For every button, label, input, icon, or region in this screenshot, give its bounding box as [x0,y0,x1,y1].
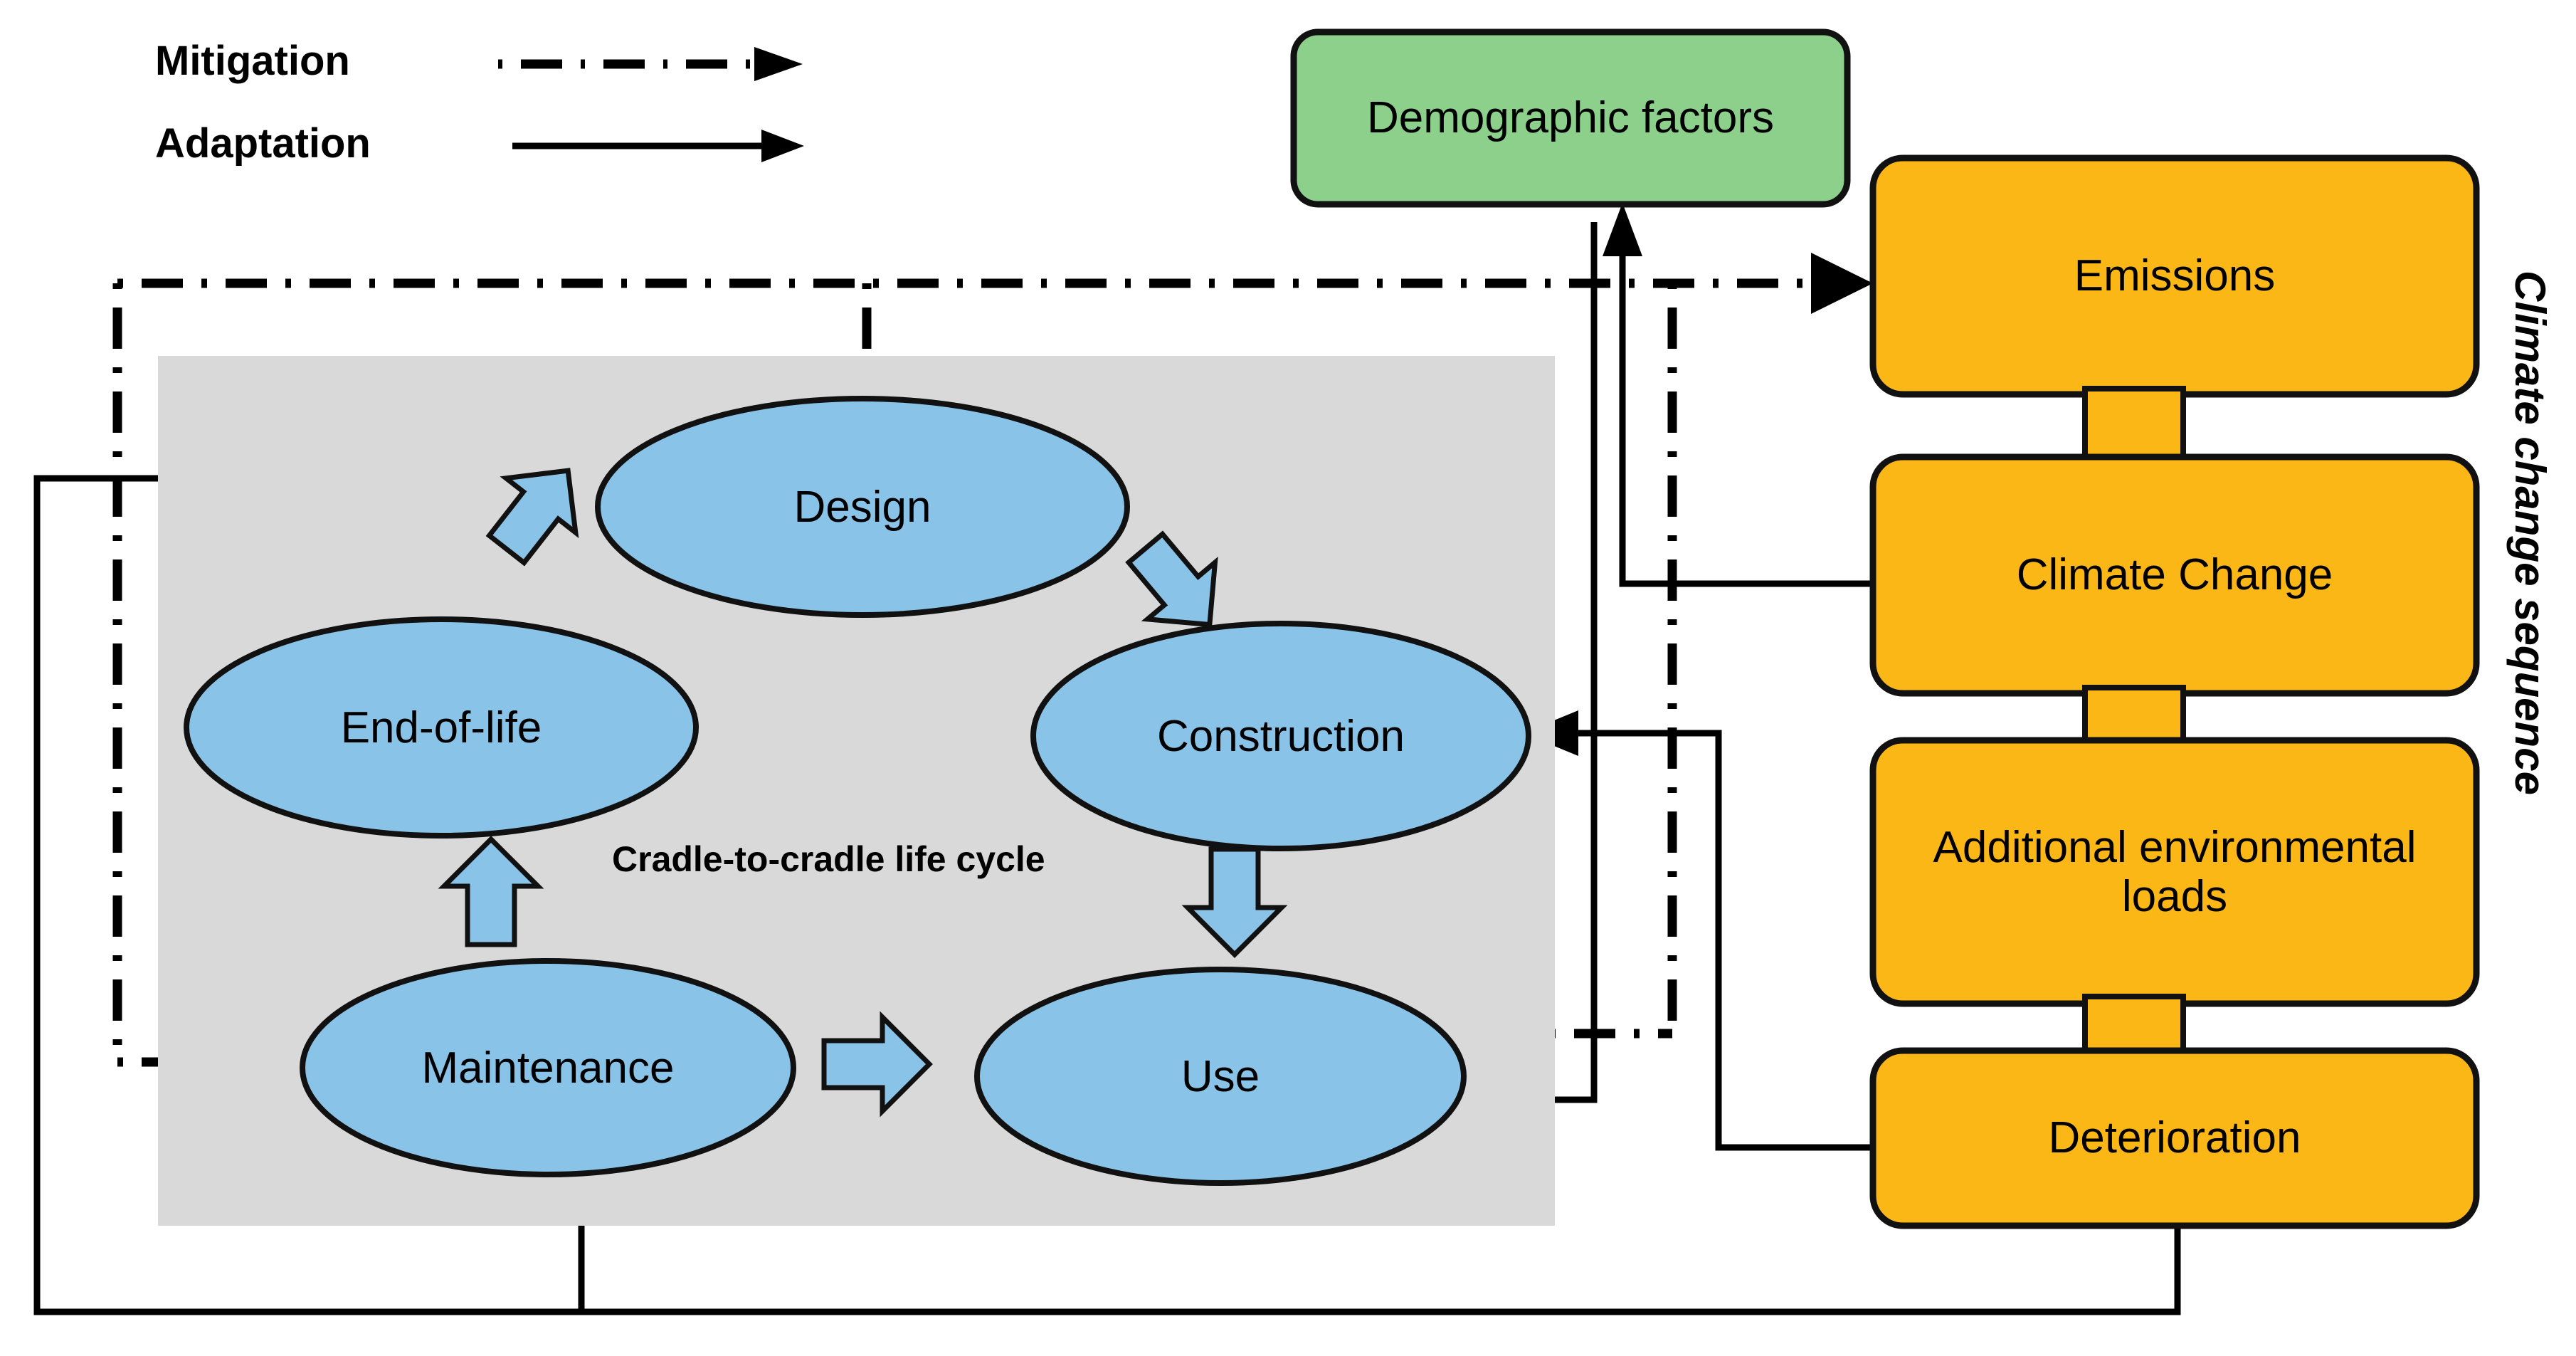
mitigation-arrowhead-emissions [1811,253,1873,314]
legend-label-adaptation: Adaptation [155,120,371,167]
climate-step-additional-environmental-loads[interactable] [1869,737,2480,1007]
adaptation-arrowhead-demographic [1603,203,1642,256]
cycle-node-construction[interactable] [1030,621,1531,851]
cycle-arrow-design-to-construction [1125,530,1218,628]
legend-mitigation-line [498,47,803,81]
legend-label-mitigation: Mitigation [155,38,350,84]
cycle-arrow-endoflife-to-design [485,468,579,567]
cycle-node-design[interactable] [595,396,1130,618]
cycle-caption: Cradle-to-cradle life cycle [612,839,1045,879]
cycle-arrow-use-to-maintenance [821,1011,933,1118]
climate-step-climate-change[interactable] [1869,453,2480,697]
legend-adaptation-line [512,130,804,162]
demographic-factors-box[interactable] [1290,28,1851,208]
climate-step-emissions[interactable] [1869,154,2480,398]
cycle-arrow-maintenance-to-endoflife [438,836,544,947]
climate-step-deterioration[interactable] [1869,1047,2480,1229]
cycle-node-endoflife[interactable] [184,616,699,839]
cycle-node-maintenance[interactable] [300,958,796,1177]
cycle-node-use[interactable] [974,967,1467,1186]
climate-sequence-side-label: Climate change sequence [2506,270,2554,795]
